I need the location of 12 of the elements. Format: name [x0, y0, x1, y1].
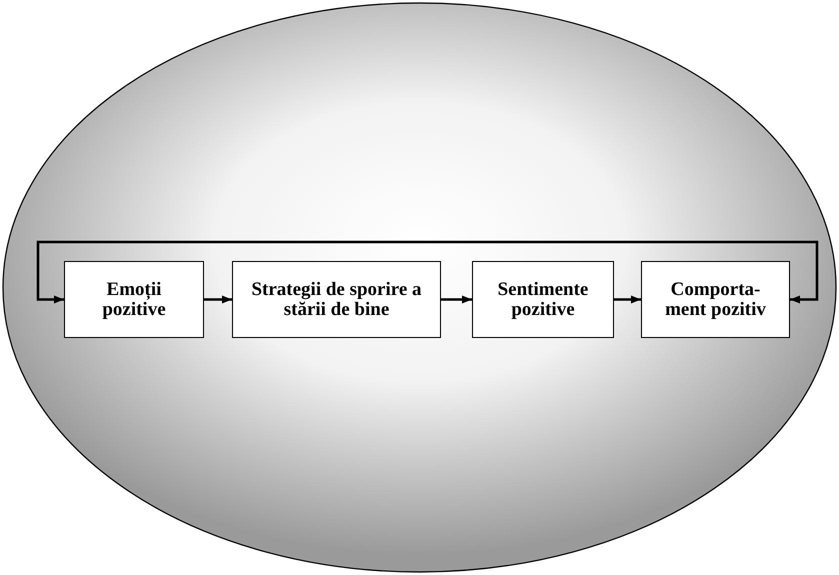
- box-label: Emoții pozitive: [101, 280, 167, 320]
- arrow: [614, 296, 641, 304]
- arrow: [204, 296, 232, 304]
- box-label: Sentimente pozitive: [496, 280, 590, 320]
- process-box: [64, 261, 204, 338]
- process-box: [641, 261, 790, 338]
- box-label: Strategii de sporire a stării de bine: [250, 280, 423, 320]
- arrow: [36, 240, 818, 304]
- arrow: [441, 296, 472, 304]
- process-box: [232, 261, 441, 338]
- box-label: Comporta- ment pozitiv: [664, 280, 767, 320]
- process-box: [472, 261, 614, 338]
